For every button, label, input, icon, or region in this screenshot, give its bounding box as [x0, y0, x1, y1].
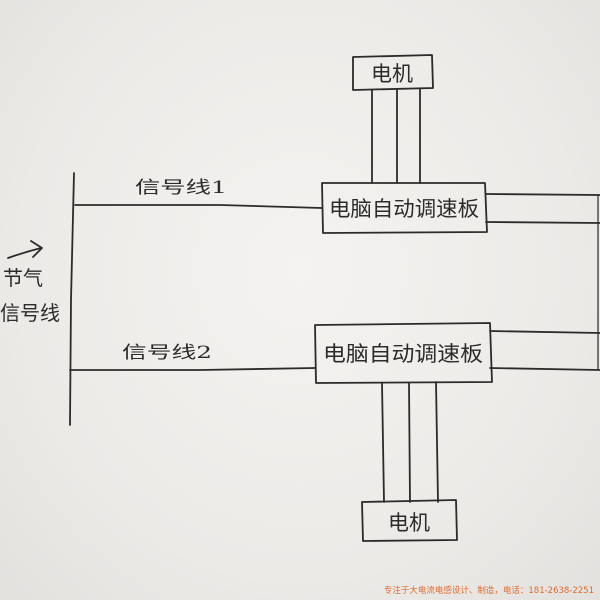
signal-line-2-label: 信号线2	[122, 343, 212, 363]
left-arrow	[7, 247, 42, 259]
watermark-text: 专注于大电流电感设计、制造，电话：181-2638-2251	[383, 586, 594, 596]
motor-bottom-wire-3	[435, 381, 439, 503]
board-bottom-box	[314, 322, 493, 384]
left-label-line-1: 节气	[3, 266, 43, 290]
left-arrow-head	[30, 240, 43, 258]
board-bottom-out-wire-2	[489, 367, 600, 371]
motor-top-label: 电机	[371, 62, 413, 86]
board-top-out-wire-2	[485, 221, 600, 224]
board-top-out-wire-1	[485, 193, 600, 196]
motor-bottom-wire-1	[381, 382, 385, 503]
left-label-line-2: 信号线	[0, 301, 60, 325]
board-bottom-label: 电脑自动调速板	[323, 342, 483, 366]
signal-line-1-label: 信号线1	[135, 178, 227, 198]
signal-line-1-wire	[74, 204, 323, 209]
motor-top-box	[352, 54, 434, 91]
board-top-box	[321, 182, 488, 234]
motor-bottom-box	[361, 499, 458, 542]
main-vertical-line	[69, 172, 75, 426]
board-bottom-out-wire-1	[489, 330, 600, 334]
motor-bottom-label: 电机	[388, 511, 430, 535]
motor-bottom-wire-2	[408, 382, 411, 503]
board-top-label: 电脑自动调速板	[329, 197, 479, 221]
signal-line-2-wire	[69, 367, 316, 371]
